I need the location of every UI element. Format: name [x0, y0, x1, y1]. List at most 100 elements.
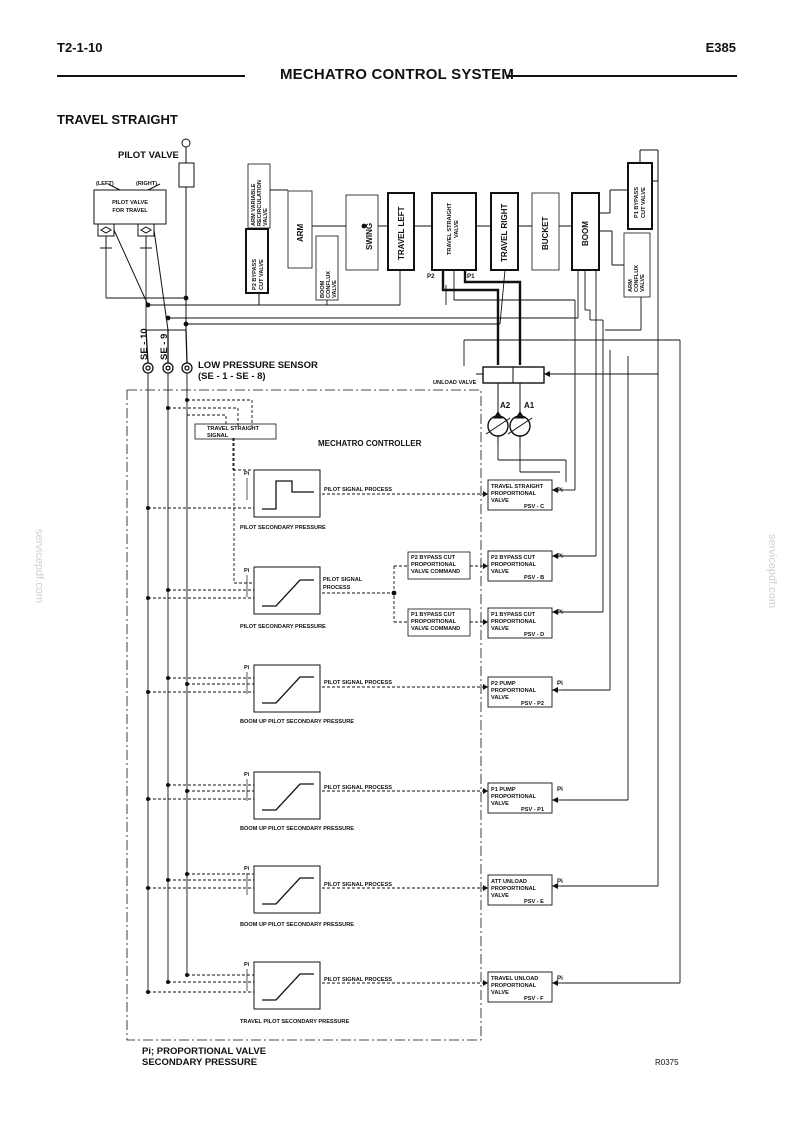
process-label-3: PILOT SIGNAL PROCESS — [324, 680, 392, 686]
arm-valve-label: ARM — [296, 223, 305, 242]
pilot-right-label: (RIGHT) — [136, 181, 157, 187]
psv-e-code: PSV - E — [524, 899, 544, 905]
p2-bypass-label-2: CUT VALVE — [259, 259, 265, 290]
pi-label-3: Pi — [244, 665, 250, 671]
travel-right-valve-label: TRAVEL RIGHT — [500, 204, 509, 262]
low-pressure-label-2: (SE - 1 - SE - 8) — [198, 371, 266, 382]
psv-d-code: PSV - D — [524, 632, 544, 638]
p2-bypass-label-1: P2 BYPASS — [252, 259, 258, 290]
psv-f-code: PSV - F — [524, 996, 544, 1002]
travel-straight-valve-label-1: TRAVEL STRAIGHT — [447, 202, 453, 255]
process-label-2b: PROCESS — [323, 585, 351, 591]
section-title: TRAVEL STRAIGHT — [57, 112, 178, 127]
psv-p1-line1: P1 PUMP — [491, 787, 516, 793]
psv-p2-line3: VALVE — [491, 695, 509, 701]
psv-c-line2: PROPORTIONAL — [491, 491, 537, 497]
travel-straight-valve-label-2: VALVE — [454, 220, 460, 238]
se9-label: SE - 9 — [159, 334, 170, 360]
pressure-label-2: PILOT SECONDARY PRESSURE — [240, 624, 326, 630]
psv-f-line2: PROPORTIONAL — [491, 983, 537, 989]
psv-pi-1: Pi — [557, 487, 563, 494]
p1-cmd-line1: P1 BYPASS CUT — [411, 612, 456, 618]
psv-c-line3: VALVE — [491, 498, 509, 504]
title-rule-left — [57, 75, 245, 77]
legend: Pi; PROPORTIONAL VALVE SECONDARY PRESSUR… — [142, 1046, 266, 1068]
arm-var-label-2: RECIRCULATION — [257, 180, 263, 226]
pump-a2-label: A2 — [500, 401, 511, 410]
pressure-label-1: PILOT SECONDARY PRESSURE — [240, 525, 326, 531]
pressure-label-4: BOOM UP PILOT SECONDARY PRESSURE — [240, 826, 354, 832]
page-title: MECHATRO CONTROL SYSTEM — [279, 66, 515, 83]
junction-dots — [145, 223, 397, 994]
arm-conflux-label-1: ARM — [628, 279, 634, 292]
se10-label: SE - 10 — [139, 328, 150, 360]
p1-command-box — [407, 608, 471, 637]
pressure-label-5: BOOM UP PILOT SECONDARY PRESSURE — [240, 922, 354, 928]
arm-conflux-label-2: CONFLUX — [634, 265, 640, 292]
psv-p2-code: PSV - P2 — [521, 701, 544, 707]
pressure-label-6: TRAVEL PILOT SECONDARY PRESSURE — [240, 1019, 349, 1025]
psv-p1-line3: VALVE — [491, 801, 509, 807]
pilot-valve-assembly — [93, 138, 195, 331]
pi-label-6: Pi — [244, 962, 250, 968]
pilot-box-line1: PILOT VALVE — [112, 200, 148, 206]
unload-valve-label: UNLOAD VALVE — [433, 380, 477, 386]
title-rule-right — [507, 75, 737, 77]
pi-label-4: Pi — [244, 772, 250, 778]
arm-conflux-label-3: VALVE — [640, 274, 646, 292]
sensor-buses — [147, 373, 188, 992]
bucket-valve-label: BUCKET — [541, 217, 550, 250]
pump-a1-label: A1 — [524, 401, 535, 410]
pi-label-1: Pi — [244, 471, 250, 477]
pressure-label-3: BOOM UP PILOT SECONDARY PRESSURE — [240, 719, 354, 725]
signal-processors — [253, 469, 321, 1010]
legend-line2: SECONDARY PRESSURE — [142, 1057, 258, 1068]
pilot-valve-box — [93, 189, 167, 225]
p1-port-label: P1 — [467, 273, 475, 280]
title-bar: MECHATRO CONTROL SYSTEM — [57, 66, 737, 86]
process-label-1: PILOT SIGNAL PROCESS — [324, 487, 392, 493]
boom-conflux-label-3: VALVE — [332, 280, 338, 298]
psv-pi-7: Pi — [557, 975, 563, 982]
boom-conflux-label-2: CONFLUX — [326, 271, 332, 298]
psv-b-line3: VALVE — [491, 569, 509, 575]
p1-cmd-line3: VALVE COMMAND — [411, 626, 460, 632]
valve-block — [245, 149, 659, 301]
figure-code: R0375 — [655, 1058, 679, 1067]
travel-left-valve-label: TRAVEL LEFT — [397, 206, 406, 260]
p2-cmd-line1: P2 BYPASS CUT — [411, 555, 456, 561]
process-label-6: PILOT SIGNAL PROCESS — [324, 977, 392, 983]
psv-b-line1: P2 BYPASS CUT — [491, 555, 536, 561]
psv-b-code: PSV - B — [524, 575, 544, 581]
p2-cmd-line3: VALVE COMMAND — [411, 569, 460, 575]
boom-valve-label: BOOM — [581, 221, 590, 246]
arm-var-label-3: VALVE — [263, 208, 269, 226]
psv-p1-code: PSV - P1 — [521, 807, 544, 813]
pi-label-5: Pi — [244, 866, 250, 872]
psv-pi-5: Pi — [557, 786, 563, 793]
pilot-left-label: (LEFT) — [96, 181, 114, 187]
psv-text: TRAVEL STRAIGHT PROPORTIONAL VALVE PSV -… — [491, 484, 544, 1002]
psv-p1-line2: PROPORTIONAL — [491, 794, 537, 800]
psv-pi-3: Pi — [557, 609, 563, 616]
ts-signal-line1: TRAVEL STRAIGHT — [207, 426, 260, 432]
controller-title: MECHATRO CONTROLLER — [318, 439, 422, 448]
psv-f-line3: VALVE — [491, 990, 509, 996]
psv-e-line2: PROPORTIONAL — [491, 886, 537, 892]
process-label-4: PILOT SIGNAL PROCESS — [324, 785, 392, 791]
signal-wiring — [148, 399, 488, 993]
p2-command-box — [407, 551, 471, 580]
psv-pi-2: Pi — [557, 553, 563, 560]
page-code: T2-1-10 — [57, 40, 103, 55]
psv-e-line1: ATT UNLOAD — [491, 879, 527, 885]
diagram-text: PILOT VALVE (LEFT) (RIGHT) PILOT VALVE F… — [96, 150, 647, 1025]
pilot-valve-label: PILOT VALVE — [118, 150, 179, 161]
psv-pi-4: Pi — [557, 680, 563, 687]
psv-e-line3: VALVE — [491, 893, 509, 899]
psv-d-line2: PROPORTIONAL — [491, 619, 537, 625]
processor-curves — [262, 480, 314, 1001]
p1-bypass-label-1: P1 BYPASS — [634, 187, 640, 218]
p1-bypass-label-2: CUT VALVE — [641, 187, 647, 218]
p2-port-label: P2 — [427, 273, 435, 280]
